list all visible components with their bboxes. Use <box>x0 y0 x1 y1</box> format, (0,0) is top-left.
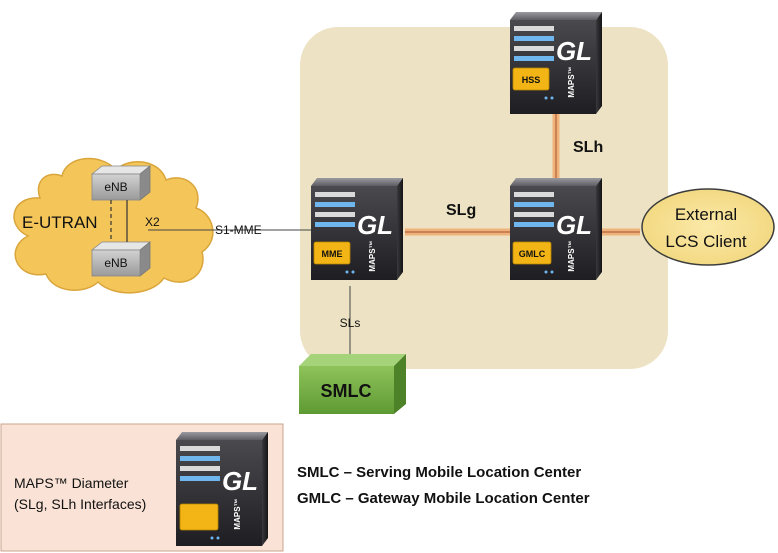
smlc-label: SMLC <box>321 381 372 401</box>
hss-logo-text: GL <box>556 36 592 66</box>
mme-logo-text: GL <box>357 210 393 240</box>
e-utran-cloud <box>13 157 214 294</box>
external-client-line1: External <box>675 205 737 224</box>
mme-brand-text: MAPS™ <box>368 240 377 271</box>
legend-brand-text: MAPS™ <box>233 498 242 529</box>
e-utran-label: E-UTRAN <box>22 213 98 232</box>
gmlc-brand-text: MAPS™ <box>567 240 576 271</box>
slg-label: SLg <box>446 202 476 219</box>
legend-server: GL MAPS™ <box>176 432 268 546</box>
hss-badge-label: HSS <box>522 75 541 85</box>
gmlc-server: GMLC GL MAPS™ <box>510 178 602 280</box>
enb-bottom-label: eNB <box>104 256 127 270</box>
external-client-line2: LCS Client <box>665 232 747 251</box>
legend-line1: MAPS™ Diameter <box>14 475 129 491</box>
definition-gmlc: GMLC – Gateway Mobile Location Center <box>297 490 590 507</box>
legend-line2: (SLg, SLh Interfaces) <box>14 496 146 512</box>
sls-label: SLs <box>340 316 361 330</box>
smlc-box <box>299 354 406 414</box>
x2-label: X2 <box>145 215 160 229</box>
external-lcs-client <box>641 188 775 266</box>
mme-server: MME GL MAPS™ <box>311 178 403 280</box>
definition-smlc: SMLC – Serving Mobile Location Center <box>297 464 581 481</box>
enb-top-box <box>90 165 152 201</box>
enb-top-label: eNB <box>104 180 127 194</box>
hss-server: HSS GL MAPS™ <box>510 12 602 114</box>
hss-brand-text: MAPS™ <box>567 66 576 97</box>
s1-mme-label: S1-MME <box>215 223 262 237</box>
mme-badge-label: MME <box>322 249 343 259</box>
legend-logo-text: GL <box>222 466 258 496</box>
slh-label: SLh <box>573 139 603 156</box>
enb-bottom-box <box>90 241 152 277</box>
gmlc-logo-text: GL <box>556 210 592 240</box>
gmlc-badge-label: GMLC <box>519 249 546 259</box>
